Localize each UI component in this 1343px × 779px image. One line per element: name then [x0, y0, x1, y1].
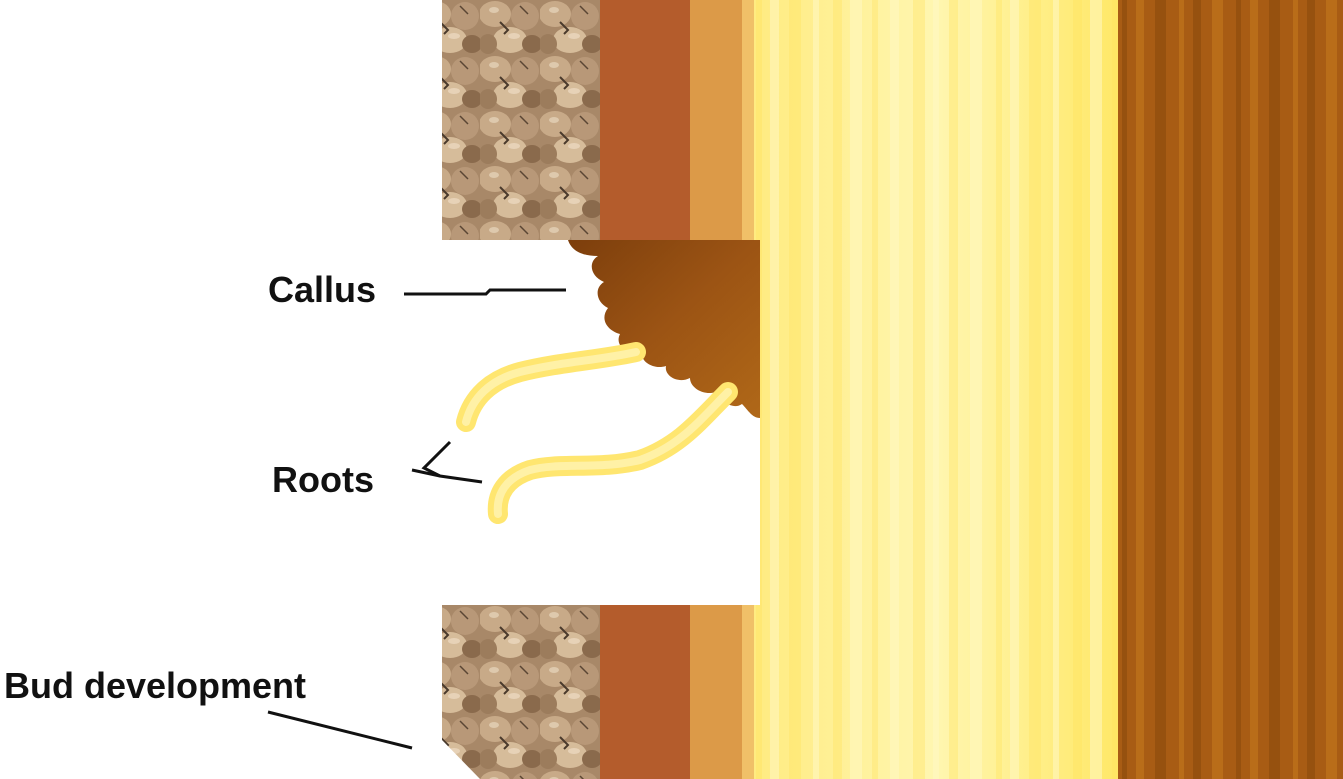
xylem-stripe	[872, 0, 878, 779]
xylem-stripe	[850, 0, 862, 779]
heartwood-stripe	[1293, 0, 1298, 779]
heartwood-stripe	[1212, 0, 1223, 779]
heartwood-stripe	[1155, 0, 1166, 779]
heartwood-stripe	[1193, 0, 1201, 779]
heartwood-stripe	[1122, 0, 1127, 779]
xylem-stripe	[890, 0, 899, 779]
xylem-stripe	[949, 0, 958, 779]
xylem-stripe	[770, 0, 779, 779]
heartwood-stripe	[1236, 0, 1241, 779]
heartwood-layer	[1118, 0, 1343, 779]
xylem-stripe	[1029, 0, 1041, 779]
roots-label: Roots	[272, 459, 374, 500]
xylem-stripe	[933, 0, 939, 779]
upper-bark-section	[442, 0, 754, 240]
xylem-stripe	[833, 0, 842, 779]
xylem-layer	[752, 0, 1118, 779]
heartwood-stripe	[1250, 0, 1258, 779]
xylem-stripe	[1010, 0, 1019, 779]
heartwood-stripe	[1136, 0, 1144, 779]
xylem-stripe	[1090, 0, 1102, 779]
heartwood-stripe	[1307, 0, 1315, 779]
xylem-stripe	[970, 0, 982, 779]
xylem-stripe	[813, 0, 819, 779]
bud-leader-line	[268, 712, 412, 748]
bud-development-label: Bud development	[4, 665, 306, 706]
callus-label: Callus	[268, 269, 376, 310]
xylem-stripe	[1053, 0, 1059, 779]
heartwood-stripe	[1179, 0, 1184, 779]
xylem-stripe	[1073, 0, 1082, 779]
xylem-stripe	[996, 0, 1002, 779]
xylem-stripe	[789, 0, 801, 779]
heartwood-stripe	[1326, 0, 1337, 779]
xylem-stripe	[1112, 0, 1118, 779]
xylem-stripe	[913, 0, 925, 779]
lower-bark-section	[442, 605, 754, 779]
heartwood-stripe	[1269, 0, 1280, 779]
